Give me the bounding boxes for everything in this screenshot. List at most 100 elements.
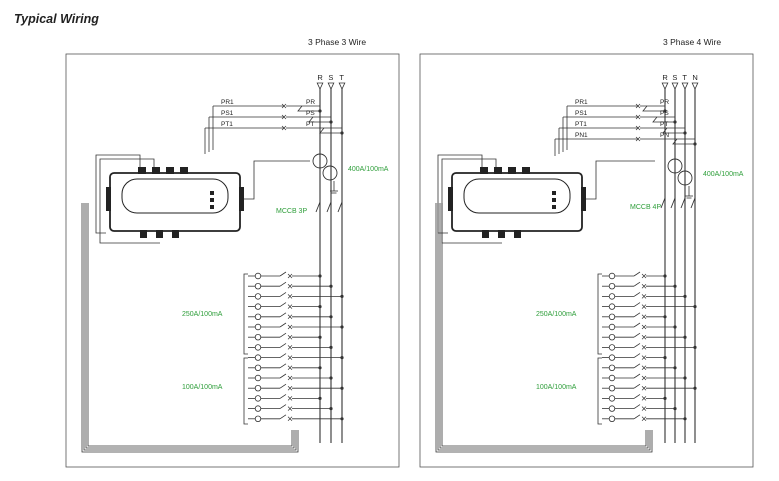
ct-coil — [608, 385, 616, 392]
module-bottom-terminal — [156, 230, 163, 238]
ct-coil — [608, 323, 616, 331]
module-bottom-terminal — [498, 230, 505, 238]
junction-dot — [329, 345, 333, 349]
ct-coil — [254, 405, 262, 412]
control-wire — [586, 160, 655, 200]
feed-tap-label: PS1 — [575, 110, 588, 117]
junction-dot — [663, 109, 667, 113]
branch-circuit — [602, 383, 697, 392]
breaker-contact-x — [635, 103, 641, 109]
module-terminal-right — [581, 187, 586, 211]
feed-tap-label: PN1 — [575, 132, 588, 139]
junction-dot — [329, 376, 333, 380]
branch-circuit — [248, 312, 333, 320]
module-terminal-right — [239, 187, 244, 211]
breaker-contact-x — [641, 365, 647, 371]
module-top-terminal — [152, 167, 160, 174]
module-led — [552, 198, 556, 202]
panel-frame — [65, 53, 400, 468]
ct-ring — [677, 170, 693, 186]
branch-circuit — [602, 322, 677, 331]
breaker-contact-x — [287, 294, 293, 299]
ct-coil — [608, 293, 616, 300]
group-upper-label: 250A/100mA — [536, 311, 577, 318]
return-cable — [87, 203, 293, 447]
controller-module — [106, 167, 244, 238]
junction-dot — [318, 396, 322, 400]
ct-coil — [254, 323, 262, 331]
junction-dot — [329, 284, 333, 288]
breaker-contact-x — [281, 125, 287, 131]
ct-coil — [254, 283, 262, 290]
mccb-contact — [690, 197, 696, 209]
module-window — [463, 178, 571, 214]
branch-circuit — [248, 394, 322, 402]
branch-circuit — [248, 292, 344, 300]
mccb-contact — [680, 197, 686, 209]
phase-label-t: T — [339, 73, 344, 82]
ct-coil — [254, 293, 262, 300]
junction-dot — [663, 315, 667, 319]
module-led — [210, 205, 214, 209]
module-terminal-left — [448, 187, 453, 211]
ct-coil — [608, 374, 616, 382]
phase-arrow — [316, 82, 324, 90]
breaker-contact-x — [641, 334, 647, 340]
module-bottom-terminal — [482, 230, 489, 238]
breaker-contact-x — [287, 334, 293, 340]
phase-arrow — [691, 82, 699, 90]
ct-coil — [254, 334, 262, 341]
return-cable — [439, 203, 649, 449]
return-cable — [81, 203, 299, 453]
tap-branch — [319, 127, 342, 134]
module-window — [121, 178, 229, 214]
tap-branch — [297, 105, 320, 112]
junction-dot — [318, 274, 322, 278]
breaker-contact-x — [287, 396, 293, 401]
return-cable — [85, 203, 295, 449]
feed-tap-label: PS — [660, 110, 669, 117]
junction-dot — [663, 396, 667, 400]
panel-caption: 3 Phase 4 Wire — [663, 37, 721, 47]
breaker-contact-x — [641, 273, 647, 279]
branch-circuit — [602, 394, 667, 402]
junction-dot — [683, 131, 687, 135]
phase-arrow — [661, 82, 669, 90]
junction-dot — [683, 376, 687, 380]
ct-ring — [322, 165, 338, 181]
junction-dot — [340, 356, 344, 360]
junction-dot — [673, 120, 677, 124]
junction-dot — [340, 325, 344, 329]
page-title: Typical Wiring — [14, 12, 99, 26]
breaker-contact-x — [281, 114, 287, 120]
feed-tap-label: PN — [660, 132, 669, 139]
breaker-contact-x — [641, 396, 647, 401]
junction-dot — [673, 284, 677, 288]
feed-tap-label: PT1 — [221, 121, 233, 128]
ct-coil — [254, 395, 262, 402]
branch-circuit — [602, 404, 677, 412]
ct-coil — [254, 303, 262, 310]
control-wire — [244, 160, 310, 200]
module-terminal-left — [106, 187, 111, 211]
branch-circuit — [248, 414, 344, 422]
phase-label-t: T — [682, 73, 687, 82]
ct-coil — [608, 344, 616, 351]
feed-tap-label: PR1 — [221, 99, 234, 106]
ct-coil — [608, 364, 616, 371]
ct-coil — [254, 415, 262, 422]
branch-circuit — [602, 373, 687, 382]
branch-circuit — [602, 292, 687, 300]
branch-circuit — [248, 404, 333, 412]
junction-dot — [340, 386, 344, 390]
module-bottom-terminal — [172, 230, 179, 238]
tap-branch — [662, 127, 685, 134]
junction-dot — [673, 366, 677, 370]
group-bracket-lower — [597, 357, 602, 425]
branch-circuit — [248, 383, 344, 392]
module-top-terminal — [480, 167, 488, 174]
phase-label-s: S — [328, 73, 333, 82]
junction-dot — [683, 294, 687, 298]
